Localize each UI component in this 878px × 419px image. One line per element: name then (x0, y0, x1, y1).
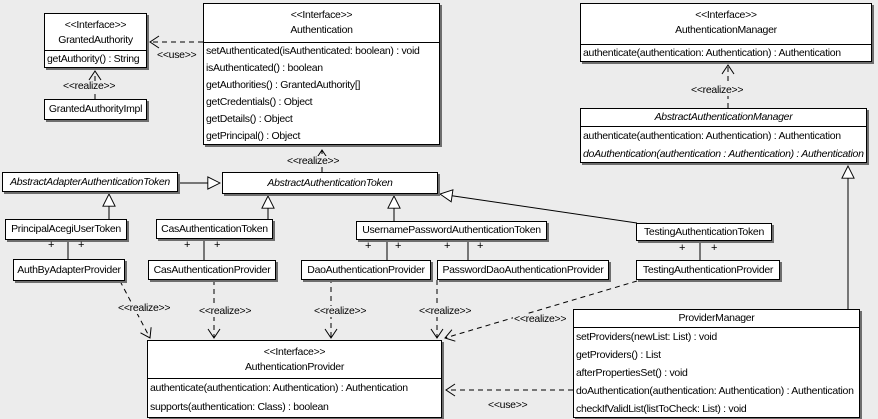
stereotype-label: <<Interface>> (64, 19, 127, 31)
class-authentication[interactable]: <<Interface>> Authentication setAuthenti… (203, 3, 440, 145)
association-plus: + (48, 239, 55, 251)
class-abstract-adapter-authentication-token[interactable]: AbstractAdapterAuthenticationToken (2, 172, 178, 192)
methods-compartment: authenticate(authentication: Authenticat… (581, 44, 871, 61)
class-abstract-authentication-manager[interactable]: AbstractAuthenticationManager authentica… (580, 108, 867, 163)
method: getPrincipal() : Object (206, 130, 301, 142)
class-principal-acegi-user-token[interactable]: PrincipalAcegiUserToken (5, 219, 127, 240)
class-password-dao-authentication-provider[interactable]: PasswordDaoAuthenticationProvider (437, 260, 609, 280)
class-name: AbstractAuthenticationManager (654, 111, 793, 123)
use-label: <<use>> (487, 399, 529, 411)
class-name: AuthByAdapterProvider (17, 264, 121, 276)
class-name: CasAuthenticationProvider (153, 264, 271, 276)
class-cas-authentication-provider[interactable]: CasAuthenticationProvider (148, 260, 276, 280)
method: getDetails() : Object (206, 113, 293, 125)
class-name: AuthenticationManager (675, 24, 777, 36)
association-plus: + (477, 240, 484, 252)
association-plus: + (214, 239, 221, 251)
class-granted-authority[interactable]: <<Interface>> GrantedAuthority getAuthor… (44, 13, 147, 68)
class-authentication-provider[interactable]: <<Interface>> AuthenticationProvider aut… (147, 340, 442, 418)
class-name: TestingAuthenticationProvider (642, 264, 774, 276)
association-plus: + (711, 242, 718, 254)
method: getAuthority() : String (47, 53, 140, 65)
class-name: PrincipalAcegiUserToken (11, 223, 121, 235)
method: authenticate(authentication: Authenticat… (583, 130, 841, 142)
method: doAuthentication(authentication : Authen… (583, 148, 864, 160)
class-header: <<Interface>> Authentication (204, 4, 439, 42)
association-plus: + (365, 240, 372, 252)
methods-compartment: getAuthority() : String (45, 50, 146, 67)
association-plus: + (679, 242, 686, 254)
methods-compartment: setProviders(newList: List) : void getPr… (574, 327, 859, 417)
stereotype-label: <<Interface>> (695, 9, 757, 21)
realize-label: <<realize>> (313, 305, 368, 317)
realize-label: <<realize>> (513, 313, 568, 325)
method: authenticate(authentication: Authenticat… (150, 382, 408, 394)
class-header: <<Interface>> AuthenticationManager (581, 4, 871, 44)
class-provider-manager[interactable]: ProviderManager setProviders(newList: Li… (573, 309, 860, 418)
class-name: GrantedAuthorityImpl (48, 103, 143, 115)
method: getAuthorities() : GrantedAuthority[] (206, 79, 361, 91)
association-plus: + (78, 239, 85, 251)
class-testing-authentication-token[interactable]: TestingAuthenticationToken (636, 223, 772, 241)
methods-compartment: setAuthenticated(isAuthenticated: boolea… (204, 42, 439, 144)
use-label: <<use>> (156, 49, 198, 61)
method: getCredentials() : Object (206, 96, 313, 108)
realize-label: <<realize>> (62, 80, 117, 92)
class-auth-by-adapter-provider[interactable]: AuthByAdapterProvider (13, 259, 125, 281)
stereotype-label: <<Interface>> (263, 346, 326, 358)
methods-compartment: authenticate(authentication: Authenticat… (581, 126, 866, 162)
class-header: ProviderManager (574, 310, 859, 327)
class-header: <<Interface>> AuthenticationProvider (148, 341, 441, 378)
class-header: AbstractAuthenticationManager (581, 109, 866, 126)
class-name: PasswordDaoAuthenticationProvider (442, 264, 604, 276)
class-name: CasAuthenticationToken (161, 223, 268, 235)
realize-label: <<realize>> (690, 84, 745, 96)
class-name: DaoAuthenticationProvider (307, 264, 425, 276)
association-plus: + (444, 240, 451, 252)
class-authentication-manager[interactable]: <<Interface>> AuthenticationManager auth… (580, 3, 872, 62)
class-name: GrantedAuthority (58, 34, 133, 46)
class-abstract-authentication-token[interactable]: AbstractAuthenticationToken (222, 172, 438, 194)
realize-label: <<realize>> (117, 302, 172, 314)
class-header: <<Interface>> GrantedAuthority (45, 14, 146, 50)
association-plus: + (395, 240, 402, 252)
method: isAuthenticated() : boolean (206, 62, 323, 74)
class-name: TestingAuthenticationToken (643, 226, 765, 238)
method: afterPropertiesSet() : void (576, 367, 688, 379)
method: checkIfValidList(listToCheck: List) : vo… (576, 403, 747, 415)
class-dao-authentication-provider[interactable]: DaoAuthenticationProvider (301, 260, 431, 280)
method: supports(authentication: Class) : boolea… (150, 401, 329, 413)
class-name: Authentication (290, 24, 353, 36)
method: setAuthenticated(isAuthenticated: boolea… (206, 45, 420, 57)
methods-compartment: authenticate(authentication: Authenticat… (148, 378, 441, 417)
class-name: AbstractAdapterAuthenticationToken (10, 176, 170, 188)
class-name: AuthenticationProvider (244, 361, 345, 373)
method: getProviders() : List (576, 349, 661, 361)
realize-label: <<realize>> (198, 305, 253, 317)
realize-label: <<realize>> (286, 155, 341, 167)
class-name: AbstractAuthenticationToken (267, 177, 393, 189)
method: setProviders(newList: List) : void (576, 331, 717, 343)
method: doAuthentication(authentication: Authent… (576, 385, 854, 397)
class-name: UsernamePasswordAuthenticationToken (362, 224, 541, 236)
realize-label: <<realize>> (418, 305, 473, 317)
class-granted-authority-impl[interactable]: GrantedAuthorityImpl (44, 99, 147, 120)
stereotype-label: <<Interface>> (290, 9, 353, 21)
method: authenticate(authentication: Authenticat… (583, 47, 841, 59)
class-testing-authentication-provider[interactable]: TestingAuthenticationProvider (636, 260, 780, 280)
class-name: ProviderManager (678, 312, 755, 324)
association-plus: + (184, 239, 191, 251)
class-username-password-authentication-token[interactable]: UsernamePasswordAuthenticationToken (356, 221, 547, 240)
class-cas-authentication-token[interactable]: CasAuthenticationToken (156, 219, 273, 239)
